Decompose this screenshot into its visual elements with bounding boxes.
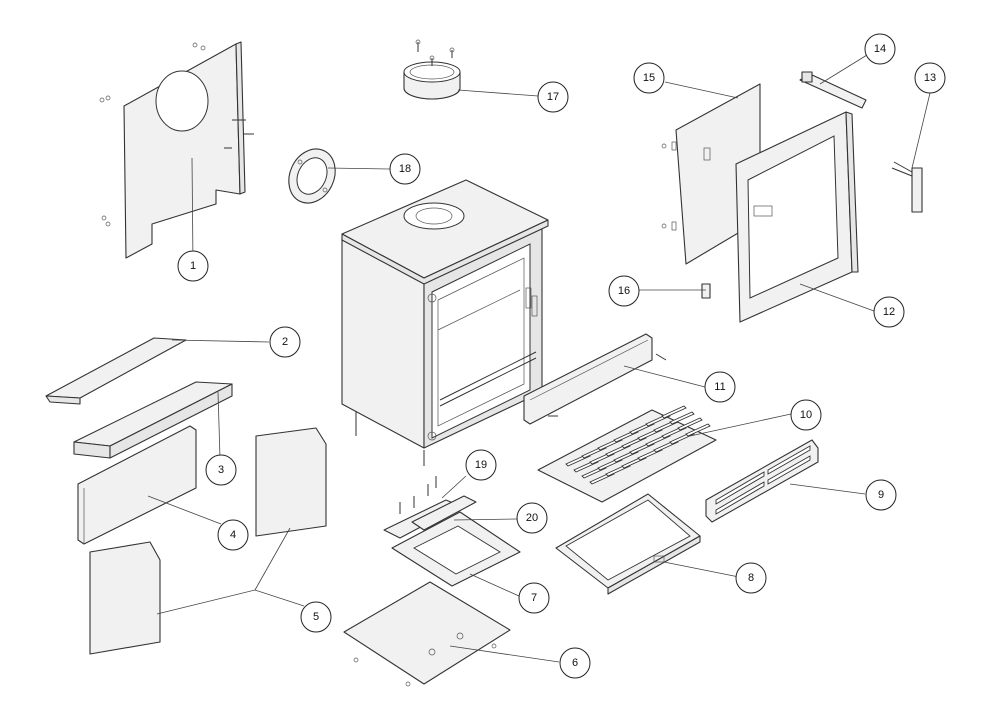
part-1-back-heat-shield <box>99 41 254 259</box>
callout-number: 5 <box>313 611 319 623</box>
grate-slot <box>669 411 695 425</box>
part-9-air-vent <box>705 439 819 523</box>
callout-circle <box>790 399 822 431</box>
callout-number: 4 <box>230 529 236 541</box>
part-11-front-rail <box>523 333 667 425</box>
callout-4: 4 <box>217 519 249 551</box>
part-7-grate-frame <box>391 511 521 587</box>
part-16-latch <box>701 283 711 299</box>
part-6-base-plate <box>343 581 511 687</box>
callout-circle <box>865 479 897 511</box>
callout-number: 12 <box>883 306 895 318</box>
part-18-flue-plate <box>288 148 336 204</box>
callout-number: 6 <box>572 657 578 669</box>
callout-circle <box>537 81 569 113</box>
callout-number: 1 <box>190 260 196 272</box>
part-14-hinge <box>799 71 867 109</box>
callout-number: 8 <box>748 572 754 584</box>
callout-number: 3 <box>218 464 224 476</box>
callout-1: 1 <box>177 250 209 282</box>
callout-circle <box>704 371 736 403</box>
callout-circle <box>873 296 905 328</box>
callout-15: 15 <box>633 62 665 94</box>
part-8-ash-pan <box>555 493 701 595</box>
callout-13: 13 <box>914 62 946 94</box>
callout-number: 19 <box>475 459 487 471</box>
part-13-handle <box>891 161 923 213</box>
callout-7: 7 <box>518 582 550 614</box>
callout-19: 19 <box>465 449 497 481</box>
callout-circle <box>633 62 665 94</box>
callout-circle <box>269 326 301 358</box>
callout-number: 11 <box>714 381 725 393</box>
part-12-door-frame <box>735 111 859 323</box>
callout-8: 8 <box>735 562 767 594</box>
callout-11: 11 <box>704 371 736 403</box>
part-2-baffle <box>45 337 187 405</box>
callout-17: 17 <box>537 81 569 113</box>
grate-slot <box>685 423 711 437</box>
callout-number: 13 <box>924 72 936 84</box>
callout-3: 3 <box>205 454 237 486</box>
callout-number: 16 <box>618 285 630 297</box>
stove-body <box>341 179 549 466</box>
part-3-firebrick-top <box>73 381 233 459</box>
callout-circle <box>518 582 550 614</box>
callout-number: 7 <box>531 592 537 604</box>
grate-slot <box>677 417 703 431</box>
part-5-side-firebricks <box>89 427 327 655</box>
callout-16: 16 <box>608 275 640 307</box>
callout-circle <box>205 454 237 486</box>
callout-20: 20 <box>516 502 548 534</box>
callout-10: 10 <box>790 399 822 431</box>
callout-number: 10 <box>800 409 812 421</box>
callout-12: 12 <box>873 296 905 328</box>
callout-number: 17 <box>547 91 559 103</box>
part-4-rear-firebrick <box>77 425 197 545</box>
part-19-20-grate-assembly <box>383 476 477 539</box>
callout-circle <box>864 33 896 65</box>
callout-circle <box>608 275 640 307</box>
callout-circle <box>177 250 209 282</box>
callout-number: 14 <box>874 43 886 55</box>
callout-circle <box>300 601 332 633</box>
part-10-grate <box>537 405 717 503</box>
grate-slot <box>661 405 687 419</box>
callout-circle <box>914 62 946 94</box>
callout-number: 9 <box>878 489 884 501</box>
callout-circle <box>217 519 249 551</box>
leader-lines <box>147 54 931 663</box>
callout-circle <box>559 647 591 679</box>
callout-14: 14 <box>864 33 896 65</box>
callout-circle <box>516 502 548 534</box>
callout-number: 15 <box>643 72 655 84</box>
callout-2: 2 <box>269 326 301 358</box>
callout-18: 18 <box>389 153 421 185</box>
callout-9: 9 <box>865 479 897 511</box>
callout-circle <box>465 449 497 481</box>
callout-number: 18 <box>399 163 411 175</box>
callout-6: 6 <box>559 647 591 679</box>
callout-5: 5 <box>300 601 332 633</box>
part-17-flue-outlet <box>403 39 461 100</box>
callout-circle <box>735 562 767 594</box>
callout-number: 2 <box>282 336 288 348</box>
callout-circle <box>389 153 421 185</box>
callout-number: 20 <box>526 512 538 524</box>
